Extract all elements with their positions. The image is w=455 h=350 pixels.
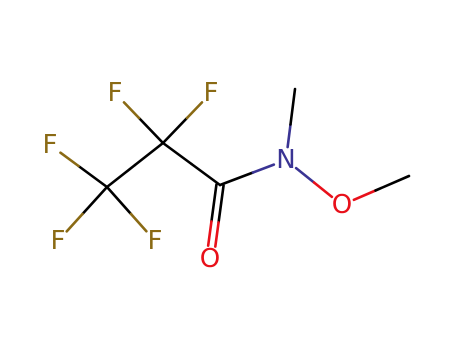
atom-label-n1: N bbox=[276, 145, 295, 175]
bond-n1-o2 bbox=[294, 166, 334, 199]
bond-c2-f3 bbox=[59, 151, 109, 189]
bonds bbox=[59, 87, 411, 248]
atom-label-f2: F bbox=[204, 78, 219, 108]
atom-label-f3: F bbox=[43, 130, 58, 160]
bond-c1-f1 bbox=[122, 101, 165, 145]
bond-c3-o1 bbox=[206, 183, 225, 248]
atom-labels: F F F F F N O O bbox=[43, 78, 353, 274]
atom-label-o1: O bbox=[200, 244, 220, 274]
bond-o2-c5 bbox=[352, 174, 411, 202]
bond-c2-f5 bbox=[105, 185, 148, 233]
atom-label-f4: F bbox=[51, 226, 66, 256]
bond-n1-c4 bbox=[286, 87, 297, 149]
bond-c1-c3 bbox=[161, 141, 222, 187]
bond-c1-f2 bbox=[161, 101, 204, 145]
bond-c2-f4 bbox=[65, 185, 109, 233]
atom-label-o2: O bbox=[332, 190, 352, 220]
bond-c3-n1 bbox=[218, 163, 276, 187]
atom-label-f5: F bbox=[148, 226, 163, 256]
bond-c1-c2 bbox=[105, 141, 165, 189]
atom-label-f1: F bbox=[108, 78, 123, 108]
